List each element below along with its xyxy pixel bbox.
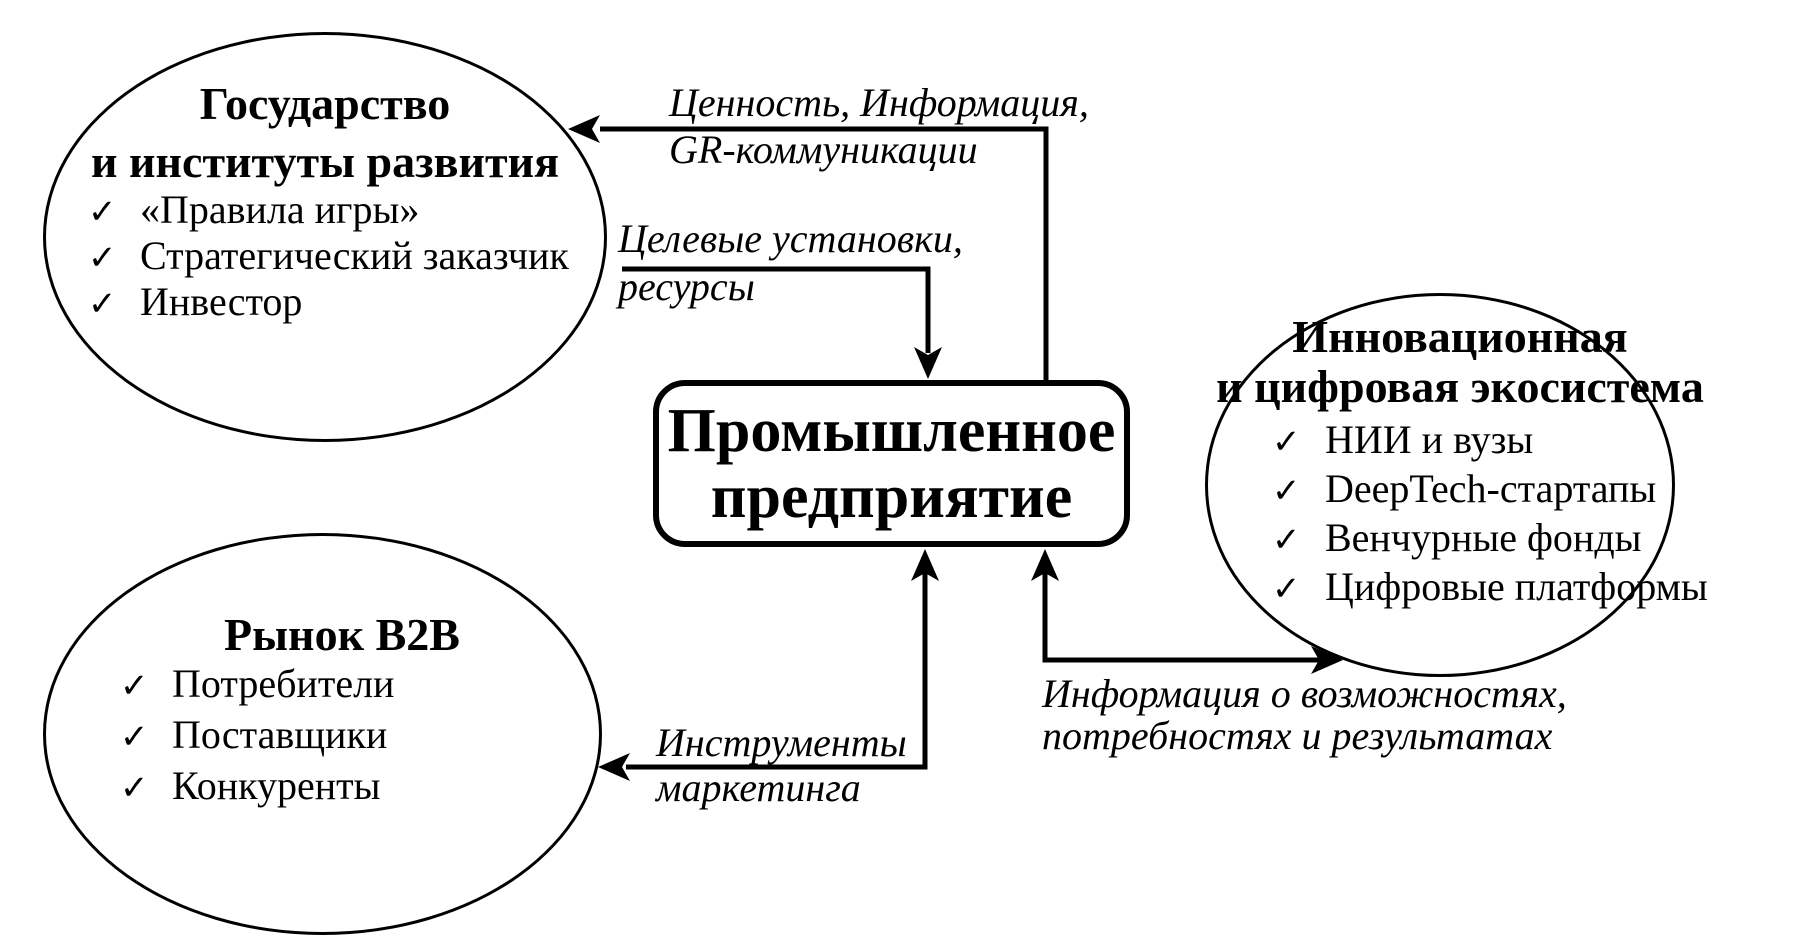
ecosystem-title-line2: и цифровая экосистема (1216, 361, 1704, 412)
edge-label-line: потребностях и результатах (1042, 713, 1553, 758)
list-item: ✓ Стратегический заказчик (88, 234, 569, 280)
edge-label-marketing-tools: Инструменты маркетинга (656, 720, 907, 810)
list-item: ✓ Цифровые платформы (1272, 564, 1708, 613)
check-icon: ✓ (88, 194, 117, 231)
list-item-label: «Правила игры» (140, 187, 420, 232)
edge-label-line: Ценность, Информация, (669, 80, 1089, 125)
check-icon: ✓ (120, 719, 149, 756)
node-enterprise-box: Промышленное предприятие (653, 380, 1130, 547)
node-b2b-market-shape (43, 533, 602, 935)
b2b-market-title-line1: Рынок B2B (224, 609, 460, 660)
edge-marketing-tools-line (626, 573, 928, 770)
edge-info-opportunities-line (1042, 573, 1319, 663)
list-item: ✓ Инвестор (88, 280, 569, 326)
list-item-label: Венчурные фонды (1325, 515, 1642, 560)
enterprise-title-line2: предприятие (710, 462, 1073, 531)
node-b2b-market-list: ✓ Потребители ✓ Поставщики ✓ Конкуренты (120, 660, 394, 813)
edge-value-info-gr-line (600, 126, 1049, 380)
list-item: ✓ НИИ и вузы (1272, 417, 1708, 466)
edge-label-info-opportunities: Информация о возможностях, потребностях … (1042, 673, 1567, 757)
edge-label-line: ресурсы (618, 264, 755, 309)
arrowhead-right-into-ecosystem (1311, 646, 1343, 674)
node-government-list: ✓ «Правила игры» ✓ Стратегический заказч… (88, 188, 569, 326)
edge-label-value-info-gr: Ценность, Информация, GR-коммуникации (669, 79, 1089, 173)
list-item-label: Поставщики (172, 712, 388, 757)
edge-targets-resources (622, 266, 942, 379)
edge-label-line: Целевые установки, (618, 216, 963, 261)
enterprise-title-line1: Промышленное (667, 396, 1116, 465)
edge-label-targets-resources: Целевые установки, ресурсы (618, 215, 963, 311)
list-item-label: DeepTech-стартапы (1325, 466, 1657, 511)
node-ecosystem-title: Инновационная и цифровая экосистема (1210, 312, 1710, 412)
node-government-title: Государство и институты развития (45, 75, 605, 191)
node-b2b-market-title: Рынок B2B (62, 607, 622, 663)
check-icon: ✓ (88, 286, 117, 323)
edge-label-line: GR-коммуникации (669, 127, 978, 172)
check-icon: ✓ (1272, 424, 1301, 461)
government-title-line2: и институты развития (91, 136, 559, 187)
arrowhead-left-into-b2b-market (598, 753, 630, 781)
node-ecosystem-shape (1205, 293, 1675, 677)
list-item: ✓ DeepTech-стартапы (1272, 466, 1708, 515)
edge-value-info-gr (568, 115, 1049, 380)
check-icon: ✓ (1272, 473, 1301, 510)
node-government-shape (43, 32, 607, 442)
node-ecosystem-list: ✓ НИИ и вузы ✓ DeepTech-стартапы ✓ Венчу… (1272, 417, 1708, 613)
list-item-label: НИИ и вузы (1325, 417, 1534, 462)
edge-label-line: Информация о возможностях, (1042, 671, 1567, 716)
list-item-label: Стратегический заказчик (140, 233, 569, 278)
edge-label-line: Инструменты (656, 720, 907, 765)
list-item: ✓ Венчурные фонды (1272, 515, 1708, 564)
arrowhead-up-into-enterprise-2 (1031, 549, 1059, 581)
list-item: ✓ «Правила игры» (88, 188, 569, 234)
ecosystem-title-line1: Инновационная (1292, 311, 1628, 362)
arrowhead-up-into-enterprise (911, 549, 939, 581)
check-icon: ✓ (1272, 571, 1301, 608)
edge-label-line: маркетинга (656, 765, 861, 810)
list-item-label: Потребители (172, 661, 395, 706)
list-item: ✓ Потребители (120, 660, 394, 711)
arrowhead-left-into-government (568, 115, 600, 143)
list-item: ✓ Поставщики (120, 711, 394, 762)
edge-info-opportunities (1031, 549, 1343, 674)
list-item-label: Конкуренты (172, 763, 381, 808)
check-icon: ✓ (120, 668, 149, 705)
arrowhead-down-into-enterprise (914, 347, 942, 379)
edge-marketing-tools (598, 549, 939, 781)
list-item-label: Инвестор (140, 279, 303, 324)
list-item: ✓ Конкуренты (120, 762, 394, 813)
check-icon: ✓ (120, 770, 149, 807)
government-title-line1: Государство (199, 78, 451, 129)
edge-targets-resources-line (622, 266, 931, 353)
check-icon: ✓ (1272, 522, 1301, 559)
check-icon: ✓ (88, 240, 117, 277)
list-item-label: Цифровые платформы (1325, 564, 1708, 609)
